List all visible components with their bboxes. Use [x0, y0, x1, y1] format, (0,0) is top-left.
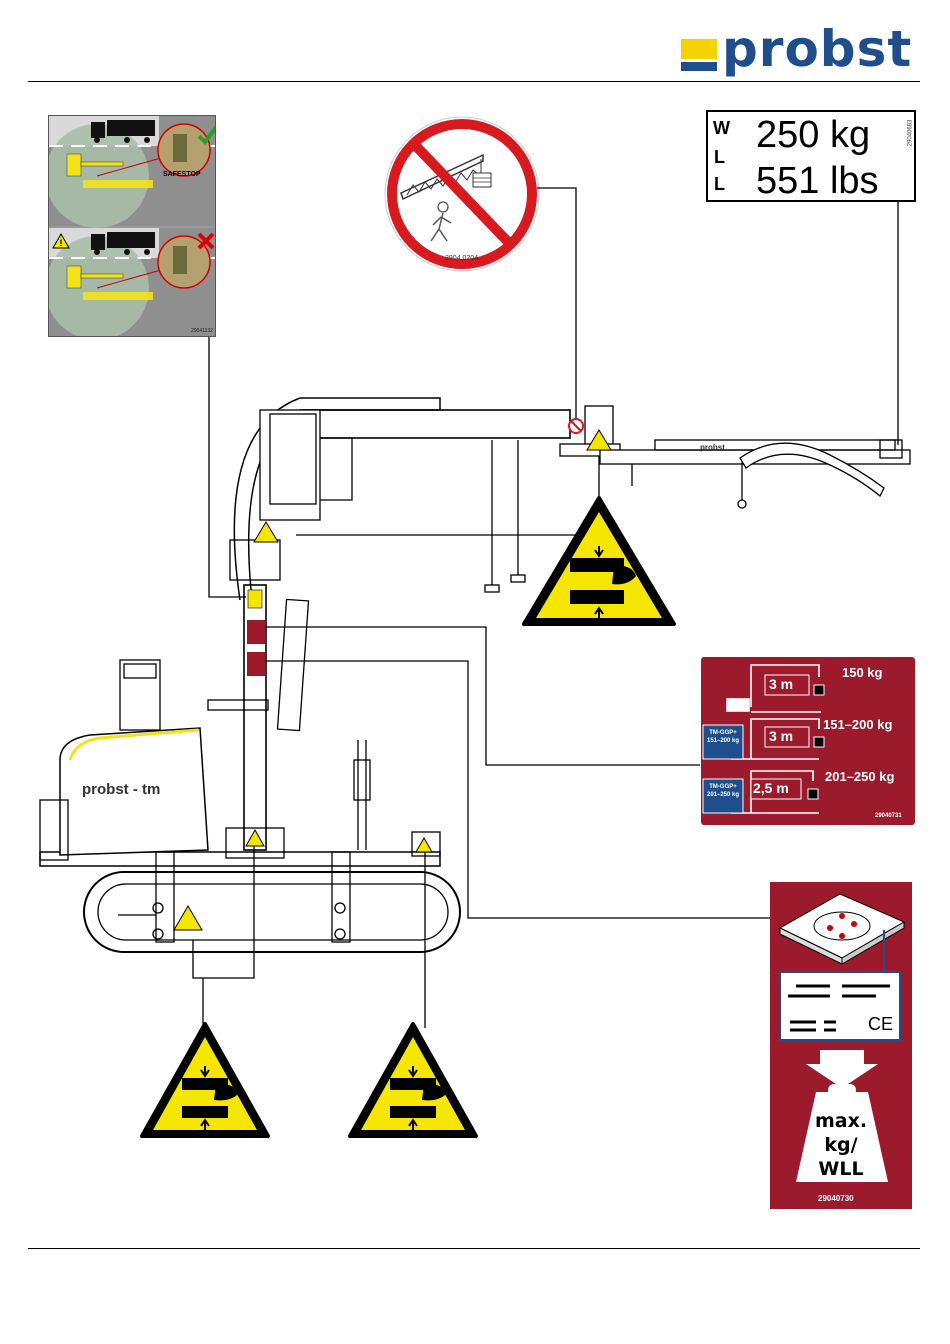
machine-arm-brand: probst	[700, 443, 725, 452]
load-row-3-weight: 201–250 kg	[825, 769, 894, 784]
load-row-2-tag: TM-GGP+ 151–200 kg	[705, 729, 741, 745]
crush-hazard-sign-left	[138, 1020, 272, 1140]
max-load-text-1: max.	[810, 1110, 872, 1132]
load-row-1-distance: 3 m	[769, 676, 793, 692]
load-row-2-distance: 3 m	[769, 728, 793, 744]
load-chart-code: 29040731	[875, 813, 902, 819]
max-load-text-2: kg/	[810, 1134, 872, 1156]
machine-body-brand: probst - tm	[82, 781, 160, 798]
crush-hazard-sign-right	[346, 1020, 480, 1140]
load-row-2-weight: 151–200 kg	[823, 717, 892, 732]
max-load-sign: CE max. kg/ WLL 29040730	[770, 882, 912, 1209]
max-load-text-3: WLL	[810, 1158, 872, 1180]
load-row-3-tag: TM-GGP+ 201–250 kg	[705, 783, 741, 799]
max-load-code: 29040730	[818, 1194, 854, 1203]
max-load-ce-mark: CE	[868, 1014, 893, 1035]
load-row-1-weight: 150 kg	[842, 665, 882, 680]
crush-hazard-sign-boom	[520, 494, 678, 628]
load-row-3-distance: 2,5 m	[753, 780, 789, 796]
load-chart-sign: 150 kg 3 m 151–200 kg 3 m TM-GGP+ 151–20…	[701, 657, 915, 825]
